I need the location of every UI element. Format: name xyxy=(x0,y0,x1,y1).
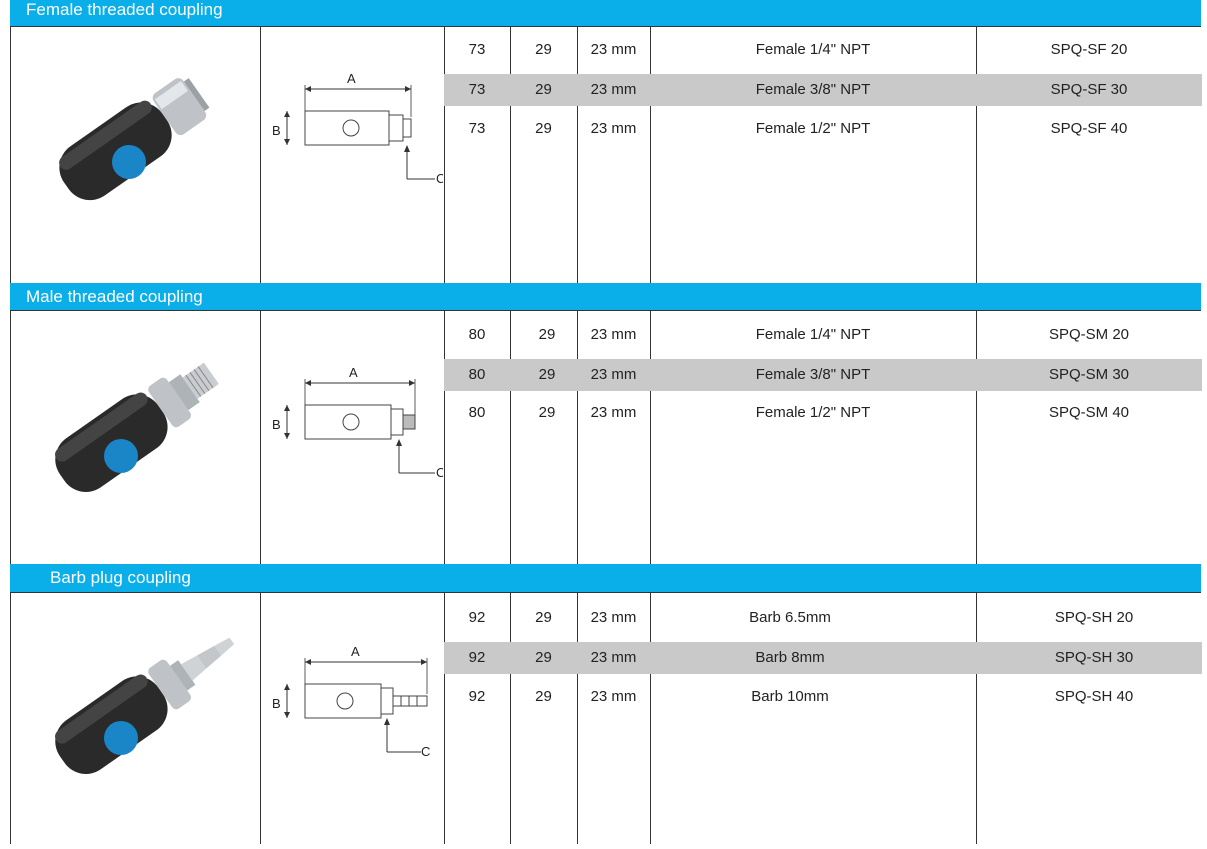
section-table: A B C 92 29 23 mm Barb 6.5mm SPQ-SH 20 9 xyxy=(10,592,1202,844)
cell-thread: Female 1/2" NPT xyxy=(755,120,871,137)
dim-b-label: B xyxy=(272,123,281,138)
cell-b: 29 xyxy=(535,688,552,705)
dimension-diagram: A B C xyxy=(272,644,430,758)
dim-b-label: B xyxy=(272,417,281,432)
cell-c: 23 mm xyxy=(590,366,637,383)
dimension-diagram: A B C xyxy=(272,365,443,479)
cell-code: SPQ-SM 30 xyxy=(1048,366,1130,383)
table-row: 80 29 23 mm Female 3/8" NPT SPQ-SM 30 xyxy=(444,359,1202,391)
release-button-icon xyxy=(104,721,138,755)
release-button-icon xyxy=(112,145,146,179)
cell-c: 23 mm xyxy=(590,81,637,98)
dim-c-label: C xyxy=(421,744,430,758)
section-barb-plug: Barb plug coupling A xyxy=(10,564,1202,844)
female-coupling-photo xyxy=(59,78,210,201)
section-table: A B C 73 29 23 mm Female 1/4" NPT SPQ-SF… xyxy=(10,26,1202,283)
section-header: Male threaded coupling xyxy=(10,283,1201,310)
cell-thread: Female 3/8" NPT xyxy=(755,81,871,98)
cell-thread: Female 3/8" NPT xyxy=(755,366,871,383)
dim-b-label: B xyxy=(272,696,281,711)
cell-b: 29 xyxy=(538,404,556,421)
cell-code: SPQ-SM 20 xyxy=(1048,326,1130,343)
cell-a: 80 xyxy=(468,326,486,343)
section-header: Barb plug coupling xyxy=(10,564,1201,592)
cell-b: 29 xyxy=(535,649,552,666)
dim-a-label: A xyxy=(351,644,360,659)
release-button-icon xyxy=(104,439,138,473)
section-table: A B C 80 29 23 mm Female 1/4" NPT SPQ-SM… xyxy=(10,310,1202,564)
cell-b: 29 xyxy=(538,366,556,383)
section-female-threaded: Female threaded coupling A xyxy=(10,0,1202,283)
table-row: 80 29 23 mm Female 1/4" NPT SPQ-SM 20 xyxy=(444,319,1202,351)
cell-b: 29 xyxy=(535,609,552,626)
cell-b: 29 xyxy=(535,81,552,98)
cell-c: 23 mm xyxy=(590,326,637,343)
cell-a: 92 xyxy=(468,649,486,666)
cell-a: 73 xyxy=(468,41,486,58)
cell-thread: Female 1/4" NPT xyxy=(755,41,871,58)
cell-a: 80 xyxy=(468,404,486,421)
cell-b: 29 xyxy=(538,326,556,343)
cell-a: 92 xyxy=(468,688,486,705)
cell-code: SPQ-SF 40 xyxy=(1050,120,1128,137)
cell-c: 23 mm xyxy=(590,120,637,137)
cell-c: 23 mm xyxy=(590,41,637,58)
male-coupling-photo xyxy=(55,362,219,492)
cell-c: 23 mm xyxy=(590,609,637,626)
dim-a-label: A xyxy=(347,71,356,86)
table-row: 92 29 23 mm Barb 6.5mm SPQ-SH 20 xyxy=(444,602,1202,634)
barb-coupling-photo xyxy=(55,637,235,774)
cell-code: SPQ-SF 30 xyxy=(1050,81,1128,98)
cell-c: 23 mm xyxy=(590,404,637,421)
section-header: Female threaded coupling xyxy=(10,0,1201,26)
dim-c-label: C xyxy=(436,171,443,185)
cell-thread: Female 1/4" NPT xyxy=(755,326,871,343)
cell-c: 23 mm xyxy=(590,649,637,666)
cell-code: SPQ-SF 20 xyxy=(1050,41,1128,58)
cell-thread: Barb 10mm xyxy=(751,688,829,705)
table-row: 73 29 23 mm Female 1/2" NPT SPQ-SF 40 xyxy=(444,113,1202,145)
table-row: 73 29 23 mm Female 3/8" NPT SPQ-SF 30 xyxy=(444,74,1202,106)
dimension-diagram: A B C xyxy=(272,71,443,185)
cell-a: 73 xyxy=(468,81,486,98)
table-row: 92 29 23 mm Barb 8mm SPQ-SH 30 xyxy=(444,642,1202,674)
cell-b: 29 xyxy=(535,120,552,137)
cell-code: SPQ-SH 40 xyxy=(1054,688,1134,705)
cell-a: 73 xyxy=(468,120,486,137)
table-row: 73 29 23 mm Female 1/4" NPT SPQ-SF 20 xyxy=(444,34,1202,66)
table-row: 80 29 23 mm Female 1/2" NPT SPQ-SM 40 xyxy=(444,397,1202,429)
cell-thread: Barb 8mm xyxy=(755,649,825,666)
cell-thread: Female 1/2" NPT xyxy=(755,404,871,421)
cell-b: 29 xyxy=(535,41,552,58)
cell-c: 23 mm xyxy=(590,688,637,705)
dim-c-label: C xyxy=(436,465,443,479)
table-row: 92 29 23 mm Barb 10mm SPQ-SH 40 xyxy=(444,681,1202,713)
cell-a: 80 xyxy=(468,366,486,383)
cell-code: SPQ-SM 40 xyxy=(1048,404,1130,421)
dim-a-label: A xyxy=(349,365,358,380)
cell-a: 92 xyxy=(468,609,486,626)
cell-code: SPQ-SH 20 xyxy=(1054,609,1134,626)
section-male-threaded: Male threaded coupling xyxy=(10,283,1202,564)
cell-code: SPQ-SH 30 xyxy=(1054,649,1134,666)
cell-thread: Barb 6.5mm xyxy=(749,609,831,626)
